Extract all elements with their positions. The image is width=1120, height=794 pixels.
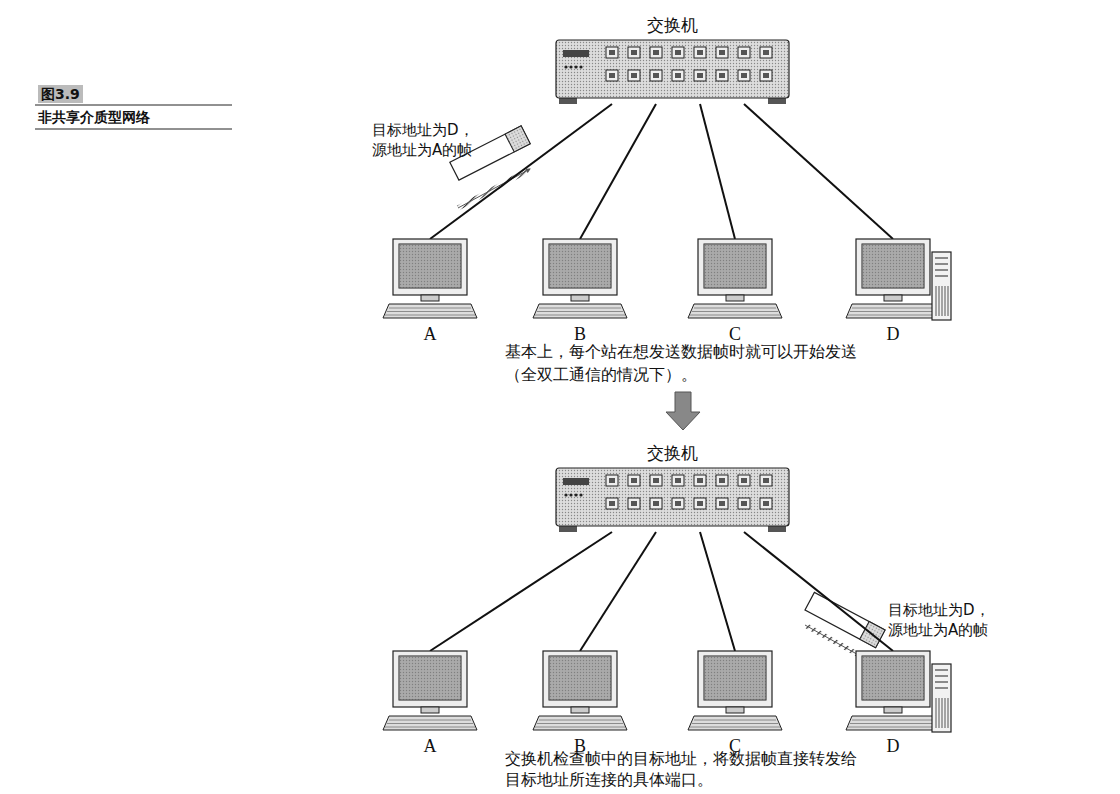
frame-icon — [805, 592, 885, 647]
computer-station: C — [680, 650, 795, 756]
rule-line — [35, 105, 232, 106]
network-cable — [744, 532, 893, 651]
figure-number: 图3.9 — [38, 85, 83, 103]
station-name: C — [680, 324, 790, 344]
network-cable — [700, 104, 735, 239]
computer-symbol — [838, 238, 953, 322]
network-cable — [430, 532, 612, 651]
computer-symbol — [680, 650, 795, 734]
device-name: 交换机 — [555, 14, 790, 38]
computer-symbol — [375, 650, 490, 734]
figure-title: 非共享介质型网络 — [38, 108, 150, 126]
switch-device: 交换机 — [555, 442, 790, 536]
computer-station: D — [838, 238, 953, 344]
send-arrow-head — [458, 169, 530, 208]
computer-station: C — [680, 238, 795, 344]
computer-station: B — [525, 650, 640, 756]
computer-station: A — [375, 650, 490, 756]
computer-symbol — [525, 650, 640, 734]
computer-symbol — [838, 650, 953, 734]
down-arrow — [666, 392, 700, 430]
switch-symbol — [555, 38, 790, 108]
network-cable — [580, 104, 656, 239]
frame-note: 目标地址为D， 源地址为A的帧 — [372, 120, 484, 160]
station-name: B — [525, 324, 635, 344]
computer-symbol — [680, 238, 795, 322]
switch-device: 交换机 — [555, 14, 790, 108]
station-name: A — [375, 736, 485, 756]
switch-symbol — [555, 466, 790, 536]
caption-note: 交换机检查帧中的目标地址，将数据帧直接转发给 目标地址所连接的具体端口。 — [505, 748, 867, 790]
network-cable — [700, 532, 735, 651]
rule-line — [35, 129, 232, 130]
station-name: A — [375, 324, 485, 344]
computer-symbol — [525, 238, 640, 322]
device-name: 交换机 — [555, 442, 790, 466]
station-name: D — [838, 736, 948, 756]
computer-symbol — [375, 238, 490, 322]
station-name: C — [680, 736, 790, 756]
network-cable — [580, 532, 656, 651]
station-name: B — [525, 736, 635, 756]
computer-station: B — [525, 238, 640, 344]
computer-station: A — [375, 238, 490, 344]
station-name: D — [838, 324, 948, 344]
frame-note: 目标地址为D， 源地址为A的帧 — [888, 600, 1000, 640]
caption-note: 基本上，每个站在想发送数据帧时就可以开始发送 （全双工通信的情况下）。 — [505, 340, 867, 386]
computer-station: D — [838, 650, 953, 756]
network-cable — [744, 104, 893, 239]
